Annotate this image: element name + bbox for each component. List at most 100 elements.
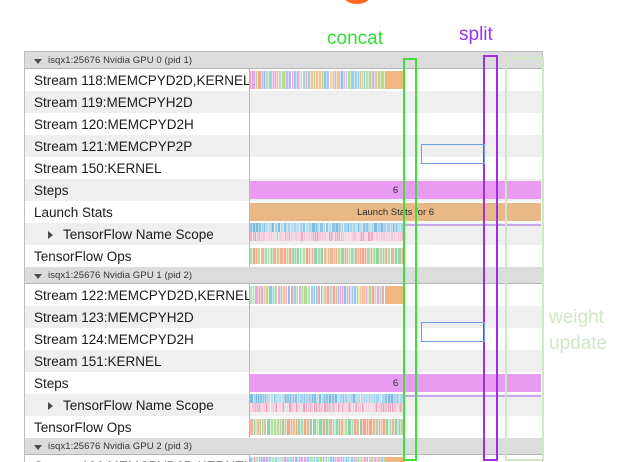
row-track[interactable] (250, 113, 542, 135)
timeline-row-label-text: Steps (34, 376, 69, 391)
timeline-row-label[interactable]: TensorFlow Name Scope (25, 223, 250, 245)
chevron-down-icon[interactable] (34, 56, 43, 65)
chevron-right-icon[interactable] (48, 401, 56, 409)
timeline-row[interactable]: TensorFlow Name Scope (25, 223, 542, 245)
ops-bar-strip (250, 419, 405, 435)
process-group-title: isqx1:25676 Nvidia GPU 0 (pid 1) (48, 55, 192, 66)
chevron-right-icon[interactable] (48, 230, 56, 238)
row-track[interactable] (250, 245, 542, 267)
timeline-row-label[interactable]: Stream 119:MEMCPYH2D (25, 91, 250, 113)
row-track[interactable] (250, 91, 542, 113)
row-track[interactable]: 6 (250, 372, 542, 394)
row-track[interactable] (250, 284, 542, 306)
chevron-down-icon[interactable] (34, 442, 43, 451)
row-track[interactable] (250, 135, 542, 157)
timeline-row-label-text: Stream 118:MEMCPYD2D,KERNEL,MEMCPYD2H (34, 73, 250, 88)
timeline-row-label-text: Stream 150:KERNEL (34, 161, 162, 176)
timeline-row[interactable]: Stream 119:MEMCPYH2D (25, 91, 542, 113)
annotation-concat: concat (327, 28, 383, 50)
timeline-span[interactable]: Launch Stats for 6 (250, 203, 541, 221)
annotation-weight-update: weight update (549, 305, 607, 357)
timeline-row[interactable]: TensorFlow Ops (25, 416, 542, 438)
timeline-row[interactable]: Steps 6 (25, 179, 542, 201)
annotation-split: split (459, 24, 493, 46)
timeline-span[interactable]: 6 (250, 181, 541, 199)
timeline-row-label-text: Steps (34, 183, 69, 198)
row-track[interactable]: ncclAllRed... (250, 350, 542, 372)
timeline-row-label[interactable]: Stream 151:KERNEL (25, 350, 250, 372)
process-group-title: isqx1:25676 Nvidia GPU 1 (pid 2) (48, 270, 192, 281)
timeline-row[interactable]: Stream 121:MEMCPYP2P (25, 135, 542, 157)
timeline-row[interactable]: TensorFlow Name Scope (25, 394, 542, 416)
timeline-row-label-text: Stream 120:MEMCPYD2H (34, 117, 194, 132)
timeline-row-label[interactable]: Stream 121:MEMCPYP2P (25, 135, 250, 157)
timeline-row[interactable]: Steps 6 (25, 372, 542, 394)
timeline-row[interactable]: Stream 124:MEMCPYD2H (25, 328, 542, 350)
timeline-row-label-text: Launch Stats (34, 205, 113, 220)
timeline-span-label: 6 (250, 374, 541, 392)
timeline-row-label[interactable]: Stream 122:MEMCPYD2D,KERNEL,MEMCPYD2H (25, 284, 250, 306)
name-scope-strip-sub (250, 232, 405, 241)
timeline-row[interactable]: Stream 122:MEMCPYD2D,KERNEL,MEMCPYD2H (25, 284, 542, 306)
timeline-row-label[interactable]: Stream 124:MEMCPYD2H (25, 328, 250, 350)
timeline-row-label[interactable]: Stream 150:KERNEL (25, 157, 250, 179)
timeline-row[interactable]: TensorFlow Ops (25, 245, 542, 267)
ops-bar-strip (250, 248, 405, 264)
timeline-row-label-text: Stream 151:KERNEL (34, 354, 162, 369)
row-track[interactable] (250, 394, 542, 416)
trace-timeline-panel[interactable]: isqx1:25676 Nvidia GPU 0 (pid 1) Stream 1… (24, 51, 543, 462)
timeline-row-label-text: Stream 123:MEMCPYH2D (34, 310, 194, 325)
timeline-row-label-text: Stream 119:MEMCPYH2D (34, 95, 193, 110)
timeline-row[interactable]: Stream 123:MEMCPYH2D (25, 306, 542, 328)
annotation-weight-line2: update (549, 331, 607, 357)
process-group-header[interactable]: isqx1:25676 Nvidia GPU 1 (pid 2) (25, 267, 542, 284)
timeline-row-label[interactable]: Stream 120:MEMCPYD2H (25, 113, 250, 135)
orange-marker-icon (345, 0, 369, 4)
timeline-row-label-text: Stream 122:MEMCPYD2D,KERNEL,MEMCPYD2H (34, 288, 250, 303)
name-scope-strip (250, 223, 405, 232)
timeline-row-label[interactable]: Stream 118:MEMCPYD2D,KERNEL,MEMCPYD2H (25, 69, 250, 91)
process-group-header[interactable]: isqx1:25676 Nvidia GPU 0 (pid 1) (25, 52, 542, 69)
timeline-span-label: 6 (250, 181, 541, 199)
row-track[interactable] (250, 306, 542, 328)
row-track[interactable]: ncclAllRed... (250, 157, 542, 179)
name-scope-strip (250, 394, 405, 403)
name-scope-strip-sub (250, 403, 405, 412)
timeline-row-label-text: TensorFlow Name Scope (63, 398, 214, 413)
timeline-row[interactable]: Stream 118:MEMCPYD2D,KERNEL,MEMCPYD2H (25, 69, 542, 91)
row-track[interactable] (250, 69, 542, 91)
timeline-row[interactable]: Stream 151:KERNEL ncclAllRed... (25, 350, 542, 372)
row-track[interactable] (250, 328, 542, 350)
timeline-row-label-text: Stream 121:MEMCPYP2P (34, 139, 192, 154)
timeline-row-label[interactable]: Steps (25, 179, 250, 201)
row-track[interactable] (250, 223, 542, 245)
event-bar (385, 457, 405, 462)
timeline-row[interactable]: Launch Stats Launch Stats for 6 (25, 201, 542, 223)
chevron-down-icon[interactable] (34, 271, 43, 280)
timeline-row-label[interactable]: TensorFlow Ops (25, 245, 250, 267)
event-bar (385, 286, 405, 304)
timeline-row-label[interactable]: TensorFlow Ops (25, 416, 250, 438)
timeline-row-label[interactable]: Stream 123:MEMCPYH2D (25, 306, 250, 328)
timeline-row-label[interactable]: TensorFlow Name Scope (25, 394, 250, 416)
row-track[interactable] (250, 416, 542, 438)
annotation-weight-line1: weight (549, 305, 607, 331)
timeline-row-label[interactable]: Launch Stats (25, 201, 250, 223)
event-bar-strip (250, 286, 405, 304)
event-bar-strip (250, 71, 405, 89)
timeline-span[interactable]: 6 (250, 374, 541, 392)
process-group-header[interactable]: isqx1:25676 Nvidia GPU 2 (pid 3) (25, 438, 542, 455)
timeline-span-label: Launch Stats for 6 (250, 203, 541, 221)
event-bar-strip (250, 457, 405, 462)
timeline-row-label[interactable]: Steps (25, 372, 250, 394)
row-track[interactable]: 6 (250, 179, 542, 201)
process-group-title: isqx1:25676 Nvidia GPU 2 (pid 3) (48, 441, 192, 452)
timeline-row-label-text: TensorFlow Name Scope (63, 227, 214, 242)
timeline-row[interactable]: Stream 120:MEMCPYD2H (25, 113, 542, 135)
row-track[interactable]: Launch Stats for 6 (250, 201, 542, 223)
event-bar (385, 71, 405, 89)
timeline-row-label-text: TensorFlow Ops (34, 249, 132, 264)
timeline-row-label-text: Stream 124:MEMCPYD2H (34, 332, 194, 347)
timeline-row[interactable]: Stream 150:KERNEL ncclAllRed... (25, 157, 542, 179)
